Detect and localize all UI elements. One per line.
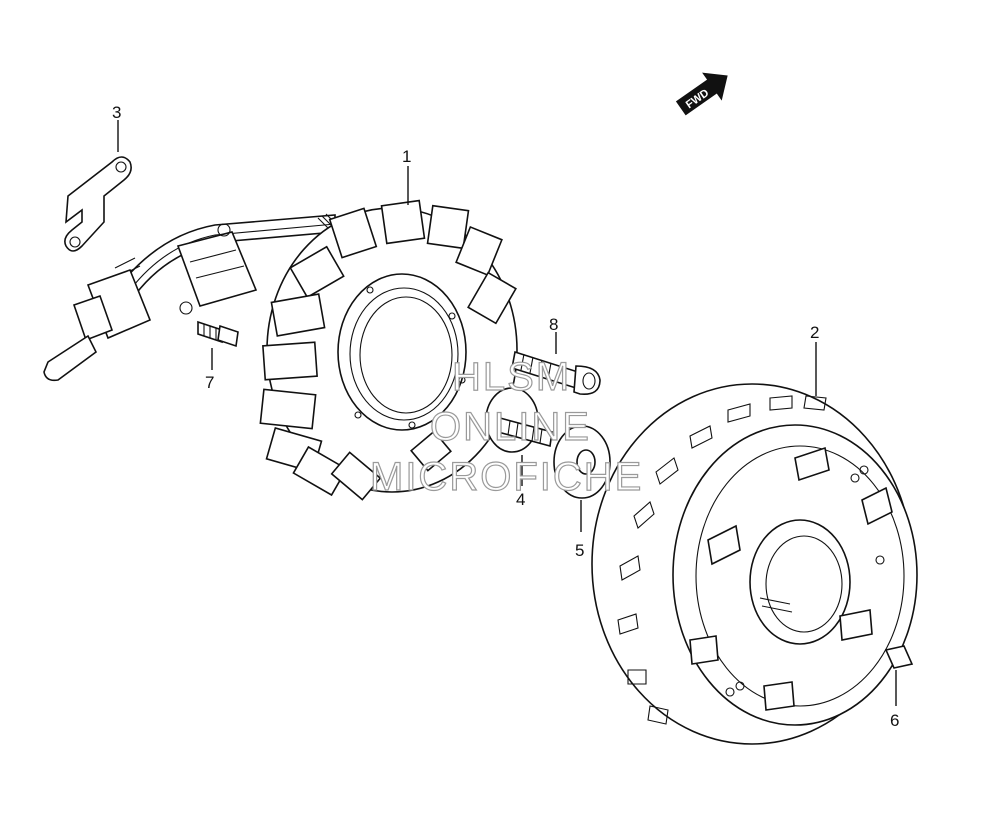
- fwd-arrow-icon: FWD: [675, 72, 728, 116]
- svg-text:ONLINE: ONLINE: [430, 405, 591, 449]
- stator-part[interactable]: [259, 166, 518, 501]
- callout-4: 4: [516, 490, 525, 509]
- key-part[interactable]: [884, 645, 914, 706]
- svg-text:HLSM: HLSM: [452, 355, 571, 399]
- callout-2: 2: [810, 323, 819, 342]
- callout-6: 6: [890, 711, 899, 730]
- callout-5: 5: [575, 541, 584, 560]
- rotor-part[interactable]: [591, 342, 918, 745]
- callout-8: 8: [549, 315, 558, 334]
- rotor-slots: [617, 395, 827, 725]
- callout-7: 7: [205, 373, 214, 392]
- wire-harness-part[interactable]: [43, 213, 339, 382]
- watermark: HLSM ONLINE MICROFICHE: [369, 354, 643, 499]
- wire-clamp-part[interactable]: [64, 120, 132, 252]
- stator-poles: [259, 199, 517, 501]
- flange-bolt-part[interactable]: [485, 387, 553, 486]
- washer-part[interactable]: [553, 425, 611, 532]
- hex-bolt-part[interactable]: [511, 332, 601, 396]
- rotor-magnets: [689, 446, 893, 711]
- callout-3: 3: [112, 103, 121, 122]
- callout-1: 1: [402, 147, 411, 166]
- svg-text:MICROFICHE: MICROFICHE: [370, 455, 643, 499]
- screw-part[interactable]: [197, 320, 239, 370]
